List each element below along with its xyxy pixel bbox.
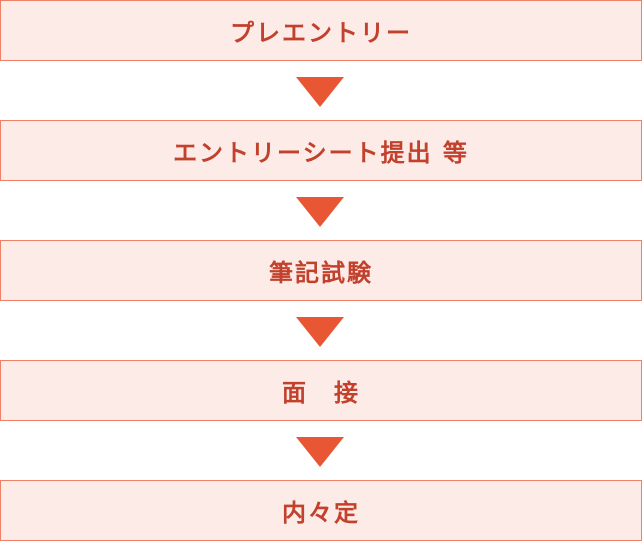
step-label: プレエントリー <box>230 18 412 47</box>
down-arrow-icon <box>296 77 344 107</box>
down-arrow-icon <box>296 437 344 467</box>
step-interview: 面 接 <box>0 360 642 421</box>
step-label: エントリーシート提出 等 <box>173 138 469 167</box>
step-label: 面 接 <box>282 378 360 407</box>
step-pre-entry: プレエントリー <box>0 0 642 61</box>
down-arrow-icon <box>296 197 344 227</box>
step-informal-offer: 内々定 <box>0 480 642 541</box>
step-entry-sheet: エントリーシート提出 等 <box>0 120 642 181</box>
down-arrow-icon <box>296 317 344 347</box>
step-label: 内々定 <box>282 498 360 527</box>
step-label: 筆記試験 <box>269 258 373 287</box>
step-written-exam: 筆記試験 <box>0 240 642 301</box>
